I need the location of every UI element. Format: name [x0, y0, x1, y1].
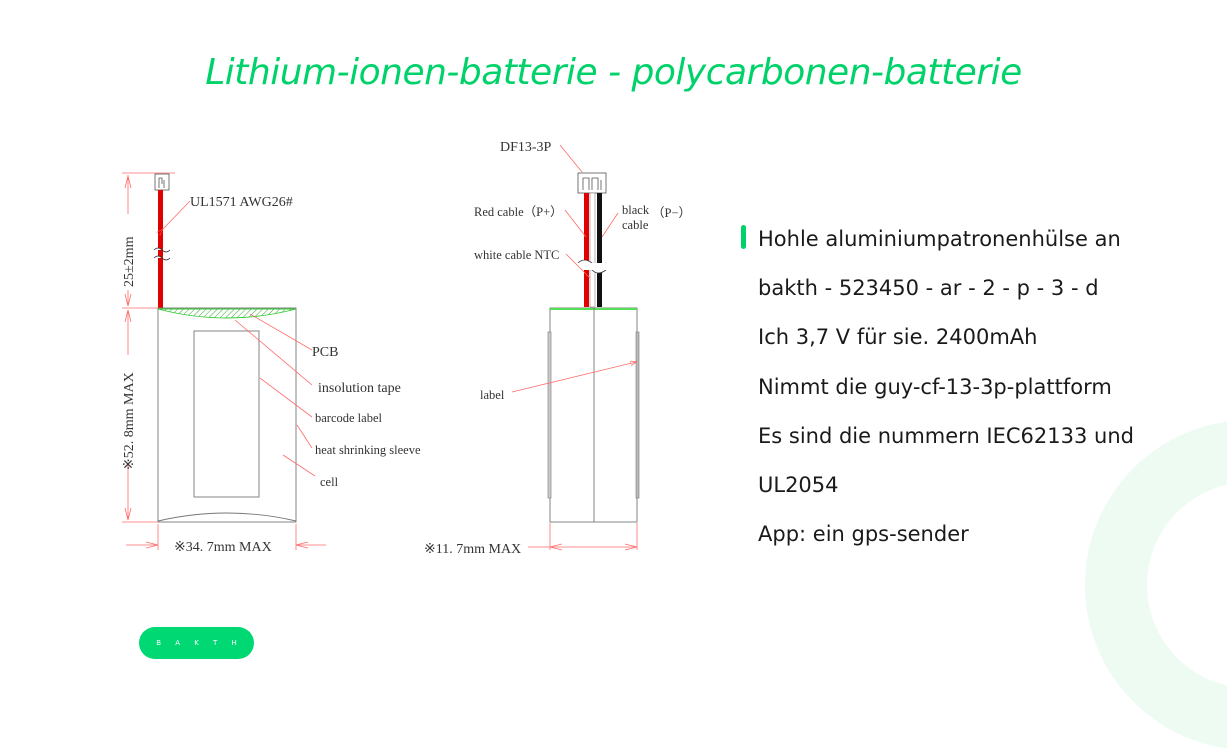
width-dim: ※34. 7mm MAX [174, 540, 272, 555]
barcode-label-area [193, 330, 260, 498]
brand-button[interactable]: B A K T H [139, 627, 254, 659]
spec-line: UL2054 [758, 472, 839, 497]
spec-line: Hohle aluminiumpatronenhülse an [741, 215, 1211, 264]
spec-line: bakth - 523450 - ar - 2 - p - 3 - d [758, 276, 1099, 301]
red-cable-label: Red cable（P+） [474, 205, 563, 219]
spec-line: Es sind die nummern IEC62133 und [758, 423, 1134, 448]
wire-length-dim: 25±2mm [122, 236, 137, 287]
battery-technical-drawing: 25±2mm ※52. 8mm MAX UL1571 AWG26# PCB in… [122, 140, 691, 557]
accent-bar [741, 225, 746, 249]
callout-barcode-label: barcode label [315, 411, 383, 425]
spec-line: Nimmt die guy-cf-13-3p-plattform [758, 374, 1112, 399]
red-cable [584, 193, 589, 307]
connector-label: DF13-3P [500, 140, 552, 155]
white-cable-label: white cable NTC [474, 248, 559, 262]
pcb-area [157, 308, 297, 319]
side-battery-body [549, 307, 638, 523]
side-view: DF13-3P Red cable（P+） black cable （P−） w… [424, 140, 691, 557]
thickness-dim: ※11. 7mm MAX [424, 542, 521, 557]
black-cable [597, 193, 602, 307]
callout-heat-shrinking-sleeve: heat shrinking sleeve [315, 443, 421, 457]
front-view: 25±2mm ※52. 8mm MAX UL1571 AWG26# PCB in… [122, 172, 421, 555]
wire-label: UL1571 AWG26# [190, 195, 293, 210]
spec-line: Ich 3,7 V für sie. 2400mAh [758, 325, 1038, 350]
black-cable-label-line2: cable [622, 218, 649, 232]
height-dim: ※52. 8mm MAX [122, 372, 137, 470]
label-callout: label [480, 388, 505, 402]
page-title: Lithium-ionen-batterie - polycarbonen-ba… [205, 52, 1022, 93]
label-strip [635, 331, 640, 499]
spec-line: App: ein gps-sender [758, 522, 969, 547]
callout-cell: cell [320, 475, 339, 489]
callout-pcb: PCB [312, 345, 338, 360]
callout-insolution-tape: insolution tape [318, 381, 401, 396]
black-cable-label-line1: black [622, 203, 650, 217]
white-cable [589, 192, 596, 308]
black-cable-polarity: （P−） [652, 206, 691, 220]
spec-list: Hohle aluminiumpatronenhülse an bakth - … [741, 215, 1211, 559]
